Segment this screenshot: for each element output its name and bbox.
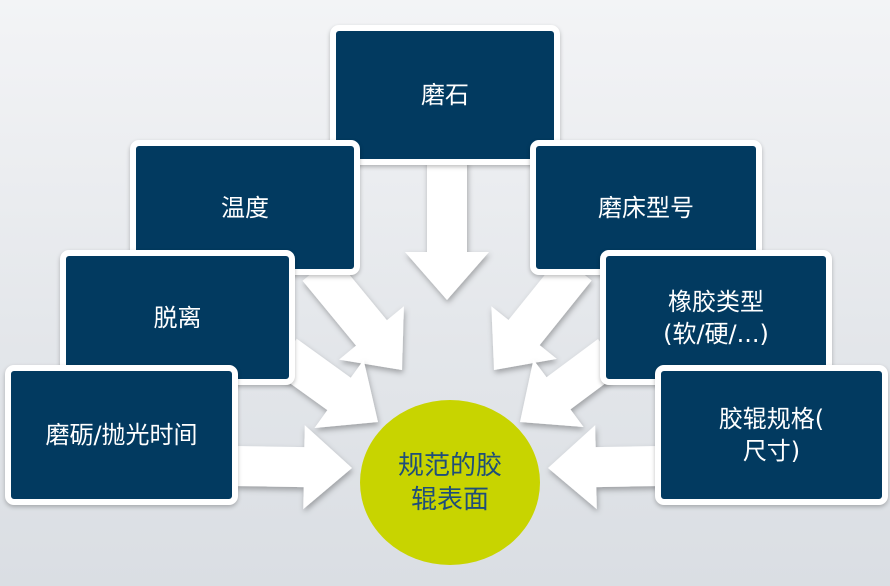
factor-box-release: 脱离: [60, 250, 295, 385]
factor-label: 磨床型号: [598, 193, 694, 222]
arrow-top-icon: [405, 160, 489, 300]
arrow-upper-right-icon: [491, 255, 592, 370]
factor-label: 脱离: [153, 303, 202, 332]
factor-label: 橡胶类型: [667, 287, 764, 316]
factor-label: 胶辊规格(: [718, 405, 825, 433]
factor-box-grinding-stone: 磨石: [330, 25, 560, 165]
arrow-upper-left-icon: [302, 255, 404, 370]
factor-label: 磨砺/抛光时间: [45, 421, 198, 449]
factor-box-rubber-type: 橡胶类型 (软/硬/...): [600, 250, 832, 385]
center-goal: 规范的胶辊表面: [360, 400, 540, 565]
arrow-mid-left-icon: [273, 338, 378, 429]
center-label-line2: 辊表面: [410, 484, 489, 515]
factor-box-roller-spec: 胶辊规格( 尺寸): [655, 365, 888, 505]
center-label-line1: 规范的胶: [397, 450, 502, 481]
arrow-mid-right-icon: [520, 338, 622, 428]
arrow-lower-left-icon: [235, 425, 352, 510]
factor-box-polish-time: 磨砺/抛光时间: [5, 365, 238, 505]
factor-sublabel: 尺寸): [742, 437, 801, 465]
factor-sublabel: (软/硬/...): [663, 319, 769, 348]
arrow-lower-right-icon: [548, 425, 659, 510]
factor-label: 磨石: [421, 81, 469, 109]
factor-label: 温度: [221, 193, 269, 222]
